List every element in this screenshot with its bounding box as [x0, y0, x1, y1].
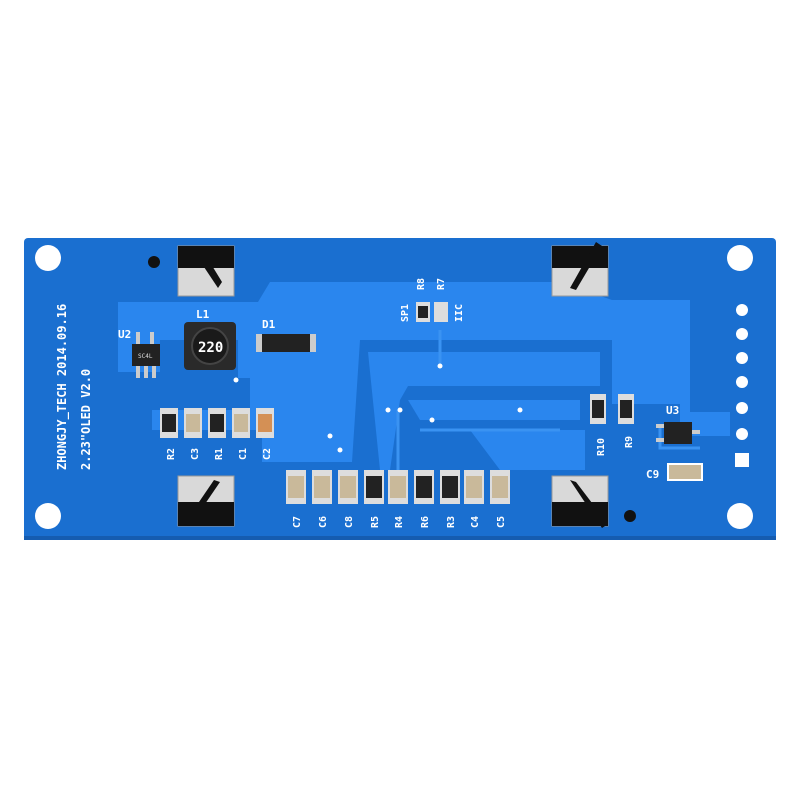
label-c1: C1: [238, 448, 249, 460]
label-r5: R5: [370, 516, 381, 528]
label-d1: D1: [262, 318, 276, 331]
label-r10: R10: [596, 438, 607, 456]
label-u3: U3: [666, 404, 679, 417]
label-c8: C8: [344, 516, 355, 528]
clip-bottom-left: [177, 475, 235, 527]
label-l1: L1: [196, 308, 210, 321]
label-r3: R3: [446, 516, 457, 528]
black-via: [148, 256, 160, 268]
vias: [233, 363, 523, 453]
mounting-hole-top-right: [727, 245, 753, 271]
black-via: [624, 510, 636, 522]
board-brand-text: ZHONGJY_TECH 2014.09.16: [55, 304, 70, 470]
capacitor-c9: [667, 463, 703, 481]
mounting-hole-bottom-right: [727, 503, 753, 529]
label-iic: IIC: [454, 304, 465, 322]
header-pins: [735, 304, 749, 467]
mounting-hole-bottom-left: [35, 503, 61, 529]
label-r1: R1: [214, 448, 225, 460]
label-c2: C2: [262, 448, 273, 460]
label-r2: R2: [166, 448, 177, 460]
board-model-text: 2.23"OLED V2.0: [79, 369, 93, 470]
label-r7: R7: [436, 278, 447, 290]
label-c4: C4: [470, 516, 481, 528]
label-r8: R8: [416, 278, 427, 290]
label-u2: U2: [118, 328, 131, 341]
resistor-r8: [416, 302, 430, 322]
trace-lines: [396, 330, 700, 470]
inductor-marking: 220: [198, 340, 223, 356]
label-r9: R9: [624, 436, 635, 448]
clip-top-left: [177, 245, 235, 297]
label-c6: C6: [318, 516, 329, 528]
label-c5: C5: [496, 516, 507, 528]
left-component-row: [160, 408, 274, 438]
bottom-component-row: [286, 470, 510, 504]
label-c7: C7: [292, 516, 303, 528]
pad-r7: [434, 302, 448, 322]
inductor-l1: 220: [184, 322, 236, 370]
label-r6: R6: [420, 516, 431, 528]
diode-d1: [256, 334, 316, 352]
label-c9: C9: [646, 468, 659, 481]
clip-top-right: [551, 242, 609, 297]
mounting-hole-top-left: [35, 245, 61, 271]
label-c3: C3: [190, 448, 201, 460]
label-r4: R4: [394, 516, 405, 528]
pcb-board-edge: [24, 536, 776, 540]
resistor-r10: [590, 394, 606, 424]
label-sp1: SP1: [400, 304, 411, 322]
chip-u3: [656, 422, 700, 444]
chip-u2: SC4L: [132, 332, 160, 378]
u2-marking: SC4L: [138, 353, 153, 360]
resistor-r9: [618, 394, 634, 424]
clip-bottom-right: [551, 475, 609, 528]
